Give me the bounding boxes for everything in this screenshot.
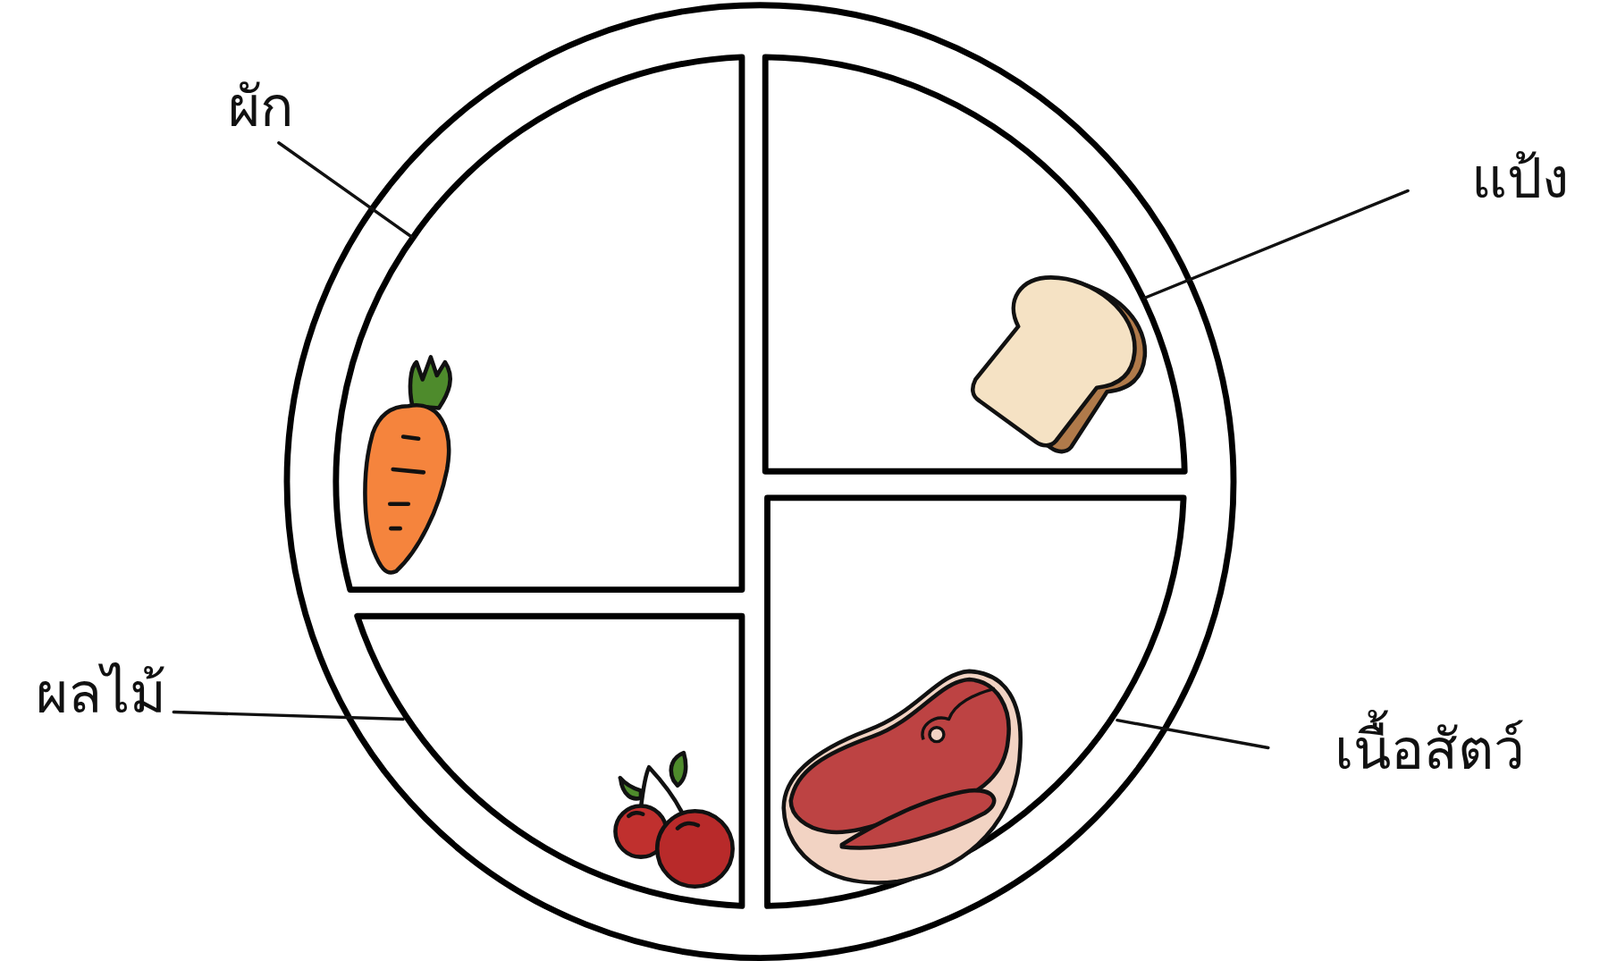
leader-lines: [173, 143, 1408, 749]
bread-icon: [972, 277, 1146, 452]
plate-rim: [286, 5, 1234, 959]
vegetable-section: [336, 57, 742, 590]
cherry-icon: [614, 752, 733, 886]
leader-line: [1145, 190, 1408, 298]
food-group-label: เนื้อสัตว์: [1334, 715, 1525, 785]
leader-line: [278, 143, 412, 237]
plate: [286, 5, 1234, 959]
carrot-icon: [364, 356, 450, 573]
starch-section: [765, 57, 1185, 472]
meat-section: [766, 497, 1184, 906]
food-group-label: ผลไม้: [35, 658, 167, 729]
food-group-label: ผัก: [227, 72, 295, 143]
food-group-label: แป้ง: [1471, 143, 1569, 214]
leader-line: [173, 712, 404, 720]
fruit-section: [357, 615, 742, 906]
meat-icon: [783, 671, 1021, 884]
leader-line: [1117, 720, 1269, 749]
